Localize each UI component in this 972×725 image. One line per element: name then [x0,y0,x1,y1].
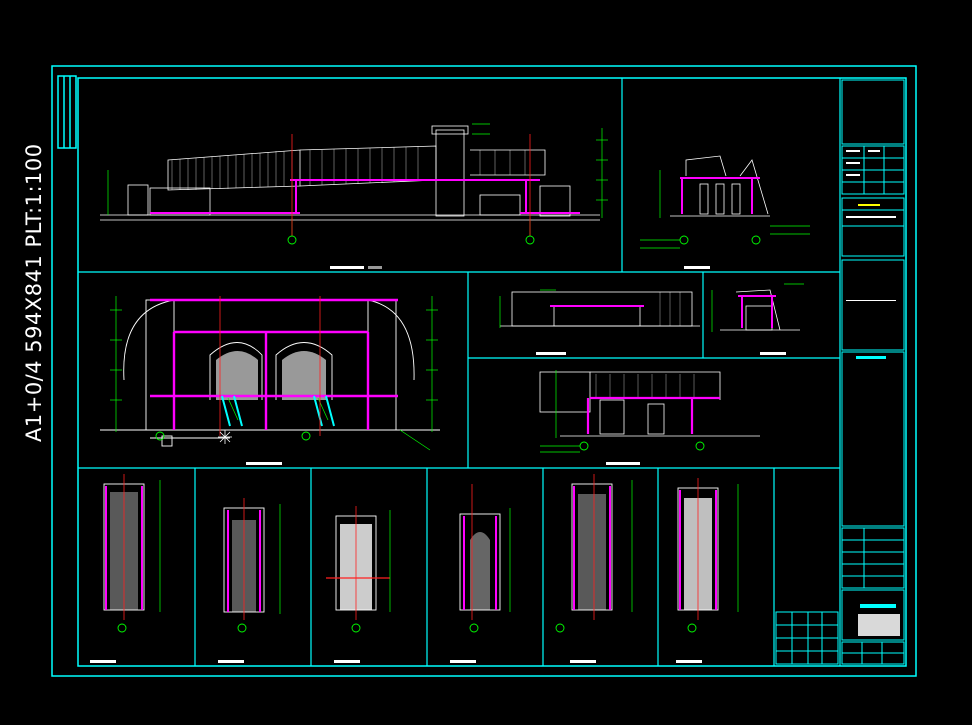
title-block-details [846,150,900,636]
pillar-6-drawing [676,478,739,663]
panel-grid [78,78,841,666]
elevation-side-small-drawing [640,155,810,269]
pillar-1-drawing [90,474,161,663]
pillar-2-drawing [218,498,281,663]
elevation-main-drawing [100,123,608,269]
crosshair-cursor-icon [218,430,232,444]
pillar-drawings [90,474,739,663]
pillar-3-drawing [326,506,391,663]
elevation-mid-bottom-drawing [539,370,760,465]
section-arch-drawing [100,296,440,465]
elevation-mid-top-drawing [499,289,700,355]
elevation-mid-right-drawing [711,283,804,355]
pillar-4-drawing [450,484,511,663]
title-block [841,79,905,665]
sheet-frame [51,65,917,677]
revision-table [775,611,839,665]
pillar-5-drawing [555,474,633,663]
